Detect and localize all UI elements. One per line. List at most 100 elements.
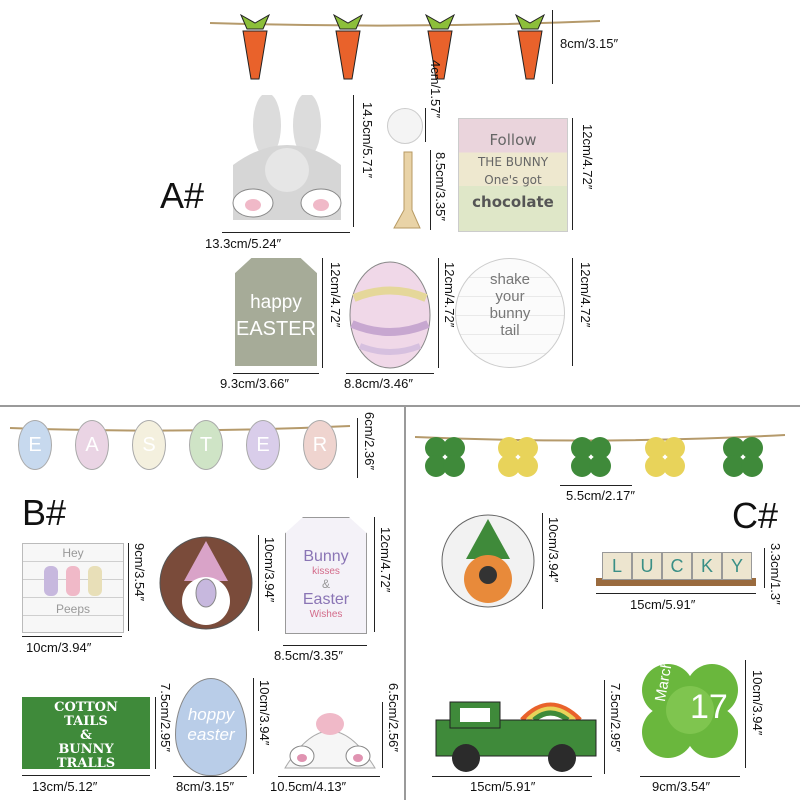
st-patricks-gnome-round — [441, 514, 535, 608]
b-peeps-width-dim: 10cm/3.94″ — [26, 640, 92, 655]
easter-letter-egg: A — [75, 420, 109, 470]
horizontal-divider — [0, 405, 800, 407]
bk-line-4: Easter — [302, 591, 350, 608]
ct-line-2: TAILS — [64, 714, 108, 729]
hey-peeps-sign: Hey Peeps — [22, 543, 124, 633]
bunny-butt-piece — [232, 95, 342, 220]
clover-icon — [645, 437, 685, 477]
vertical-divider — [404, 405, 406, 800]
a-garland-dim: 8cm/3.15″ — [560, 36, 619, 51]
peeps-line-2: Peeps — [55, 602, 91, 616]
c-shamrock-height-dim: 10cm/3.94″ — [750, 670, 765, 736]
easter-letter-egg: S — [132, 420, 166, 470]
easter-letters-row: E A S T E R — [18, 420, 343, 475]
bunny-icon — [88, 566, 102, 596]
b-garland-dim: 6cm/2.36″ — [362, 412, 377, 471]
ct-line-5: TRALLS — [56, 756, 116, 771]
c-truck-width-dim: 15cm/5.91″ — [470, 779, 536, 794]
a-bunny-height-dim: 14.5cm/5.71″ — [360, 102, 375, 179]
bunny-icon — [44, 566, 58, 596]
round-disc-piece — [387, 108, 423, 144]
a-round-height-dim: 12cm/4.72″ — [578, 262, 593, 328]
b-tag-height-dim: 12cm/4.72″ — [378, 527, 393, 593]
lucky-tile: U — [632, 552, 662, 580]
easel-stand-piece — [393, 151, 421, 229]
follow-the-bunny-sign: Follow THE BUNNY One's got chocolate — [458, 118, 568, 232]
section-a-label: A# — [160, 175, 205, 216]
easter-letter-egg: R — [303, 420, 337, 470]
c-shamrock-width-dim: 9cm/3.54″ — [652, 779, 711, 794]
c-truck-height-dim: 7.5cm/2.95″ — [608, 683, 623, 752]
clover-icon — [498, 437, 538, 477]
cotton-tails-sign: COTTON TAILS & BUNNY TRALLS — [22, 697, 150, 771]
clover-icon — [723, 437, 763, 477]
b-sign-width-dim: 13cm/5.12″ — [32, 779, 98, 794]
a-bunny-width-dim: 13.3cm/5.24″ — [205, 236, 282, 251]
tag-line-1: happy — [250, 292, 302, 313]
carrot-icon — [514, 13, 546, 80]
bunny-icon — [66, 566, 80, 596]
follow-line-2: THE BUNNY — [477, 155, 549, 169]
hoppy-easter-egg: hoppy easter — [175, 678, 247, 776]
a-follow-dim: 12cm/4.72″ — [580, 124, 595, 190]
bunny-kisses-tag: Bunny kisses & Easter Wishes — [285, 517, 367, 634]
peeps-line-1: Hey — [62, 546, 84, 560]
round-line-1: shake — [489, 271, 531, 288]
a-egg-width-dim: 8.8cm/3.46″ — [344, 376, 413, 391]
c-lucky-height-dim: 3.3cm/1.3″ — [768, 543, 783, 605]
a-tag-width-dim: 9.3cm/3.66″ — [220, 376, 289, 391]
lucky-tile: C — [662, 552, 692, 580]
green-truck-piece — [435, 701, 597, 772]
lucky-tile: L — [602, 552, 632, 580]
carrot-icon — [424, 13, 456, 80]
shake-your-bunny-tail-round: shake your bunny tail — [455, 258, 565, 368]
clover-garland — [415, 434, 786, 477]
b-egg-height-dim: 10cm/3.94″ — [257, 680, 272, 746]
easter-letter-egg: E — [18, 420, 52, 470]
lucky-tile: Y — [722, 552, 752, 580]
b-gnome-dim: 10cm/3.94″ — [262, 537, 277, 603]
lucky-tile: K — [692, 552, 722, 580]
lucky-tile-sign: L U C K Y — [596, 548, 756, 588]
bunny-tail-piece — [284, 713, 376, 769]
he-line-1: hoppy — [187, 705, 235, 724]
b-tag-width-dim: 8.5cm/3.35″ — [274, 648, 343, 663]
he-line-2: easter — [187, 725, 235, 744]
a-circle-dim: 4cm/1.57″ — [428, 60, 443, 119]
ct-line-3: & — [80, 728, 92, 743]
a-tag-height-dim: 12cm/4.72″ — [328, 262, 343, 328]
section-b-label: B# — [22, 492, 67, 533]
b-sign-height-dim: 7.5cm/2.95″ — [158, 683, 173, 752]
easter-letter-egg: T — [189, 420, 223, 470]
round-line-2: your — [495, 288, 525, 305]
easter-egg-garland — [9, 425, 351, 432]
c-gnome-dim: 10cm/3.94″ — [546, 517, 561, 583]
ct-line-1: COTTON — [54, 700, 118, 715]
c-clover-width-dim: 5.5cm/2.17″ — [566, 488, 635, 503]
clover-icon — [425, 437, 465, 477]
b-egg-width-dim: 8cm/3.15″ — [176, 779, 235, 794]
bk-line-1: Bunny — [303, 548, 349, 565]
b-tail-width-dim: 10.5cm/4.13″ — [270, 779, 347, 794]
clover-icon — [571, 437, 611, 477]
a-stand-dim: 8.5cm/3.35″ — [433, 152, 448, 221]
bk-line-2: kisses — [312, 566, 340, 577]
carrot-icon — [239, 13, 271, 80]
happy-easter-tag: happy EASTER — [235, 258, 317, 366]
ct-line-4: BUNNY — [58, 742, 114, 757]
round-line-4: tail — [500, 322, 520, 339]
easter-gnome-round — [159, 536, 253, 630]
decorated-egg-piece — [349, 261, 431, 369]
tag-line-2: EASTER — [235, 318, 317, 340]
round-line-3: bunny — [489, 305, 531, 322]
bk-line-3: & — [321, 577, 330, 591]
b-tail-height-dim: 6.5cm/2.56″ — [386, 683, 401, 752]
carrot-icon — [332, 13, 364, 80]
march-17-shamrock — [642, 664, 738, 758]
section-c-label: C# — [732, 495, 779, 536]
follow-line-3: One's got — [484, 173, 542, 187]
b-peeps-height-dim: 9cm/3.54″ — [132, 543, 147, 602]
follow-line-1: Follow — [489, 131, 537, 149]
shamrock-text-2: 17 — [690, 688, 728, 726]
carrot-garland — [209, 13, 601, 80]
